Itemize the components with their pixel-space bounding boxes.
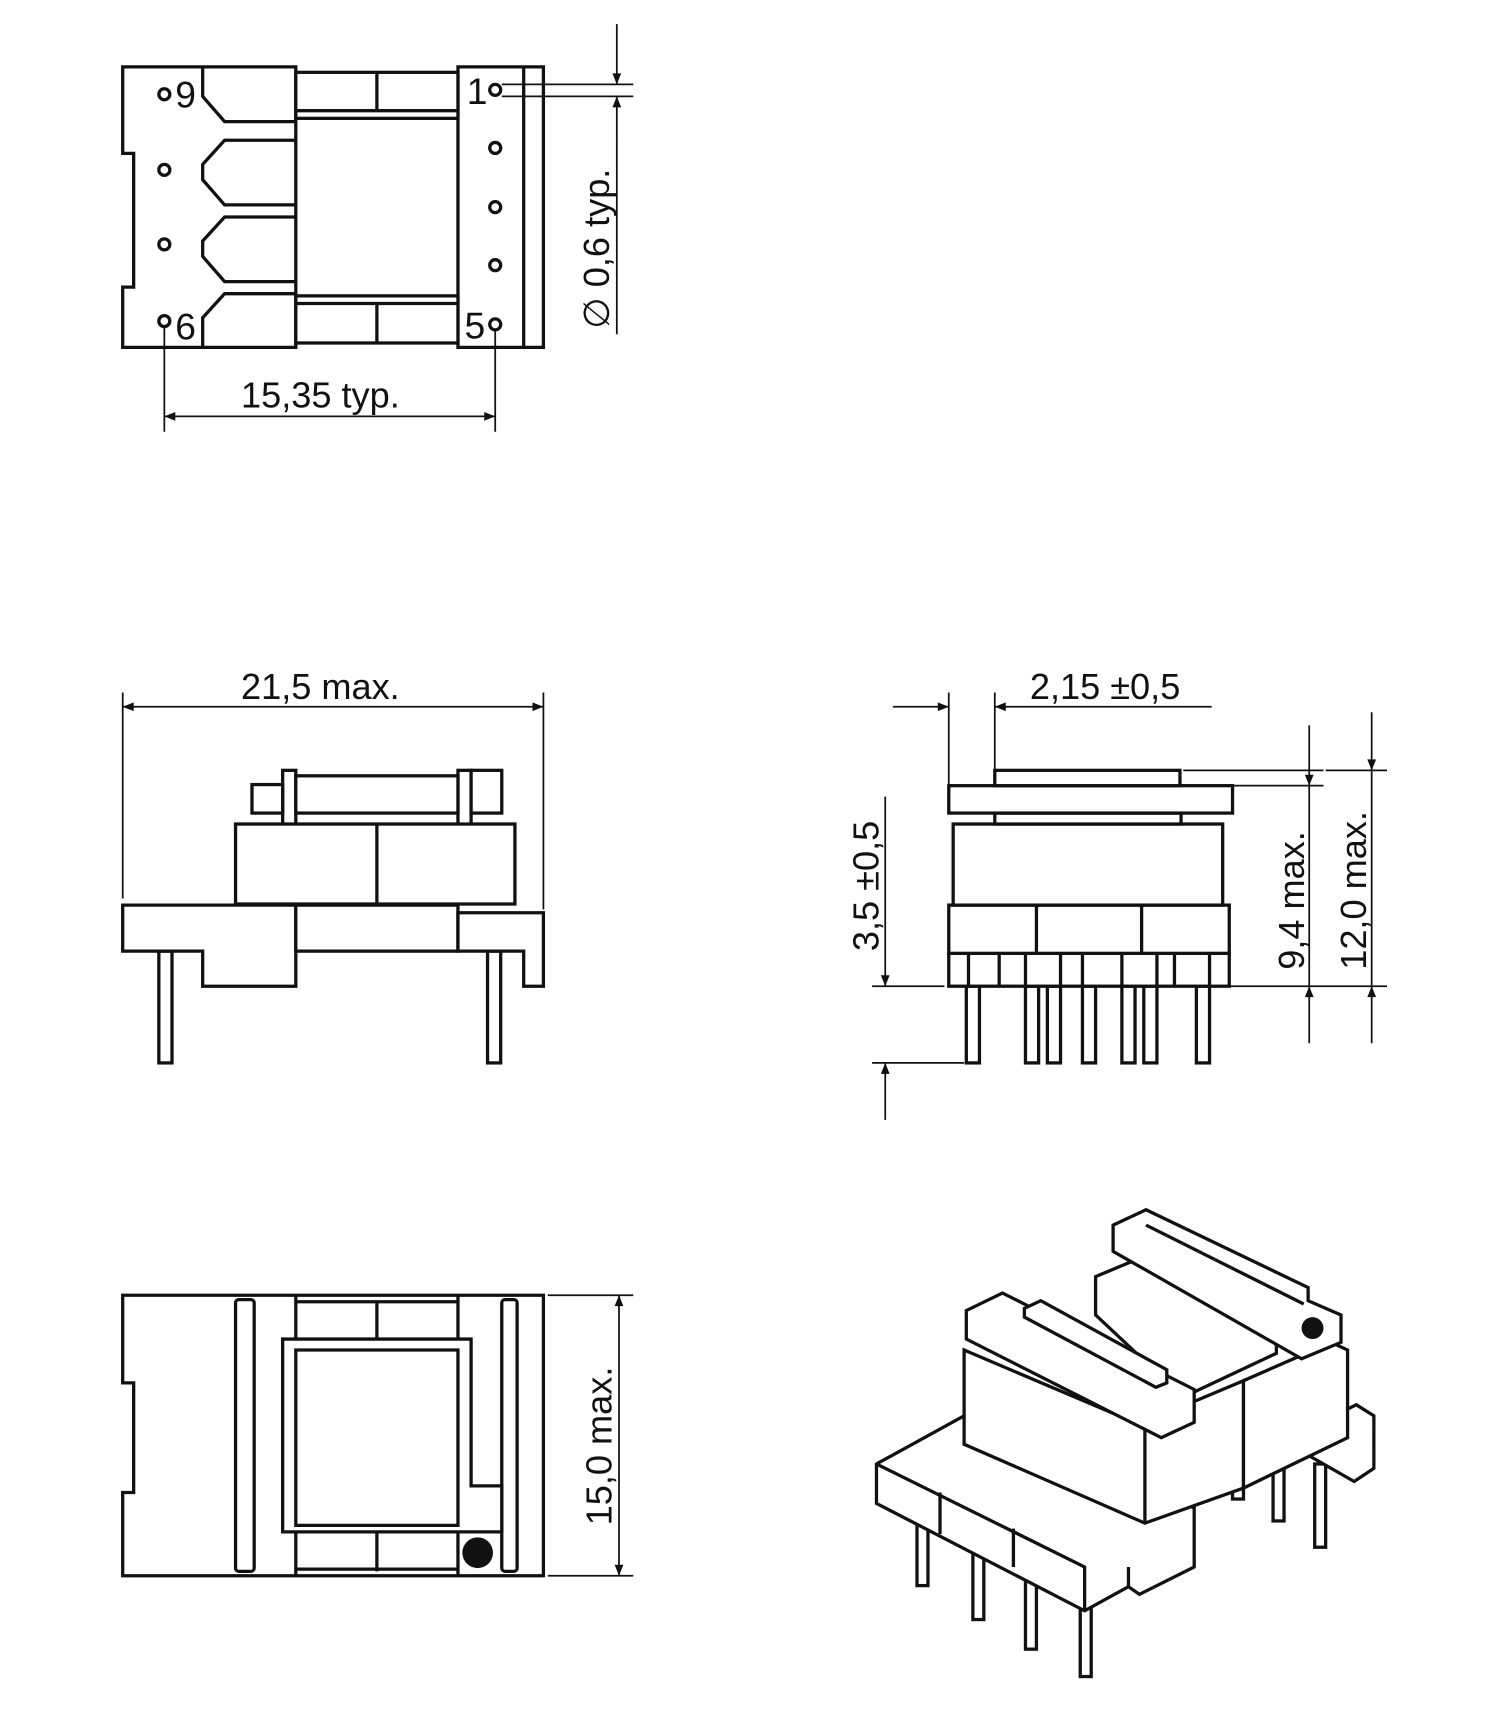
front-view: 2,15 ±0,5 3,5 ±0,5 9,4 max. 12,0 max. bbox=[846, 666, 1388, 1120]
total-height-dimension: 12,0 max. bbox=[1333, 811, 1374, 970]
pin-length-dimension: 3,5 ±0,5 bbox=[846, 821, 887, 951]
offset-dimension: 2,15 ±0,5 bbox=[1030, 666, 1180, 707]
pin-label-5: 5 bbox=[465, 305, 486, 347]
pin-label-9: 9 bbox=[175, 73, 196, 115]
pin-label-6: 6 bbox=[175, 306, 196, 348]
pin-diameter-dimension: ∅ 0,6 typ. bbox=[576, 169, 617, 329]
pitch-dimension: 15,35 typ. bbox=[241, 375, 400, 416]
bottom-view: 15,0 max. bbox=[121, 1293, 634, 1578]
pin-holes bbox=[157, 82, 503, 332]
side-view: 21,5 max. bbox=[121, 666, 546, 1065]
top-view: 9 6 1 5 15,35 typ. ∅ 0,6 typ. bbox=[121, 24, 634, 432]
body-height-dimension: 9,4 max. bbox=[1271, 831, 1312, 970]
depth-dimension: 15,0 max. bbox=[578, 1367, 619, 1526]
width-dimension: 21,5 max. bbox=[241, 666, 400, 707]
pin1-marker-dot bbox=[462, 1537, 494, 1569]
isometric-view bbox=[874, 1207, 1376, 1679]
pin-label-1: 1 bbox=[467, 70, 488, 112]
